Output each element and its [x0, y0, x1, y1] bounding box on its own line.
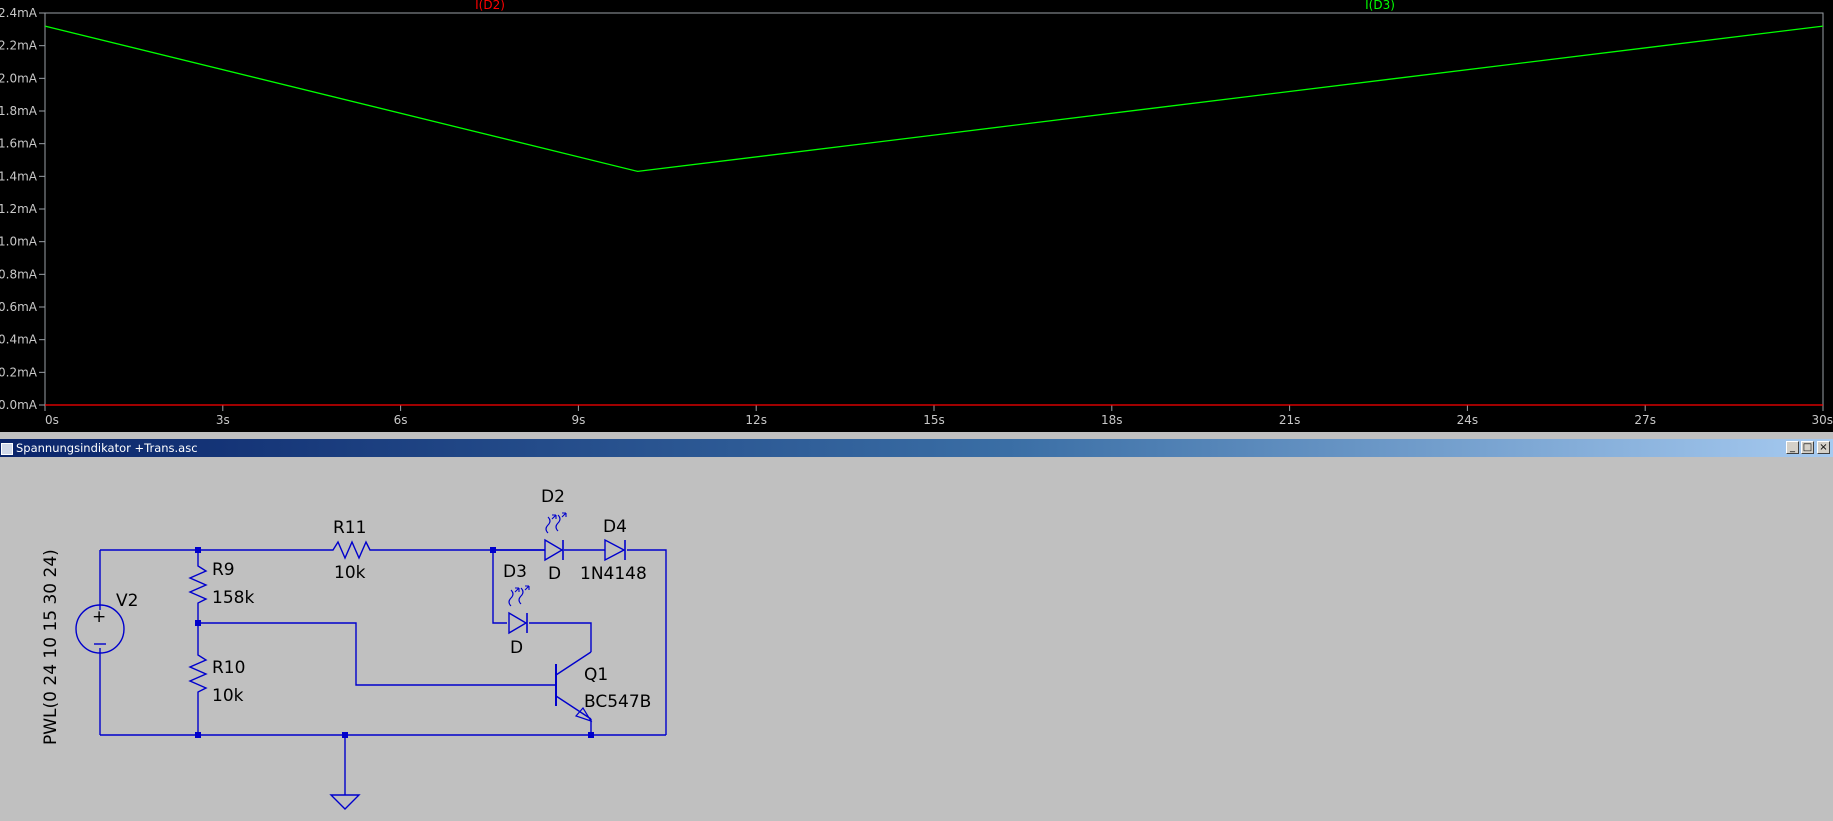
y-tick-label: 1.2mA: [0, 202, 38, 216]
plus-sign: +: [92, 607, 106, 627]
ground-icon[interactable]: [331, 795, 359, 809]
led-d3[interactable]: D3 D: [503, 562, 529, 658]
trace-id3[interactable]: [45, 26, 1823, 171]
diode-symbol[interactable]: [605, 540, 624, 560]
voltage-source-v2[interactable]: + V2 PWL(0 24 10 15 30 24): [41, 549, 138, 745]
y-tick-label: 1.8mA: [0, 104, 38, 118]
plot-axes: 0.0mA 0.2mA 0.4mA 0.6mA 0.8mA 1.0mA 1.2mA 1.4mA…: [0, 6, 1833, 427]
trace-label-id2[interactable]: I(D2): [475, 0, 505, 12]
y-tick-label: 0.4mA: [0, 333, 38, 347]
resistor-r9[interactable]: R9 158k: [190, 560, 254, 608]
schematic-window-titlebar[interactable]: Spannungsindikator +Trans.asc _ □ ×: [0, 439, 1833, 457]
restore-button[interactable]: □: [1801, 441, 1814, 454]
d4-ref-label[interactable]: D4: [603, 517, 627, 537]
y-tick-label: 0.6mA: [0, 300, 38, 314]
r10-ref-label[interactable]: R10: [212, 658, 245, 678]
r10-value-label[interactable]: 10k: [212, 686, 244, 706]
window-system-icon[interactable]: [1, 443, 13, 455]
y-tick-label: 0.0mA: [0, 398, 38, 412]
minimize-button[interactable]: _: [1786, 441, 1799, 454]
y-tick-label: 2.2mA: [0, 39, 38, 53]
schematic-canvas[interactable]: + V2 PWL(0 24 10 15 30 24) R9 158k R10 1…: [0, 457, 1833, 817]
wires[interactable]: [100, 550, 666, 795]
x-tick-label: 30s: [1811, 413, 1833, 427]
r11-value-label[interactable]: 10k: [334, 563, 366, 583]
x-tick-label: 9s: [571, 413, 585, 427]
resistor-symbol[interactable]: [327, 542, 373, 558]
y-tick-label: 0.2mA: [0, 365, 38, 379]
x-tick-label: 15s: [923, 413, 945, 427]
x-tick-label: 3s: [216, 413, 230, 427]
x-tick-label: 21s: [1279, 413, 1301, 427]
r9-value-label[interactable]: 158k: [212, 588, 254, 608]
v2-value-label[interactable]: PWL(0 24 10 15 30 24): [41, 549, 61, 745]
wire[interactable]: [198, 623, 556, 685]
d4-value-label[interactable]: 1N4148: [580, 564, 647, 584]
junction-dots: [195, 547, 594, 738]
x-tick-label: 0s: [45, 413, 59, 427]
y-tick-label: 1.0mA: [0, 235, 38, 249]
y-tick-label: 2.0mA: [0, 71, 38, 85]
light-emission-icon: [546, 513, 566, 533]
q1-ref-label[interactable]: Q1: [584, 665, 608, 685]
y-tick-label: 1.6mA: [0, 137, 38, 151]
junction-dot: [588, 732, 594, 738]
diode-symbol[interactable]: [545, 540, 562, 560]
waveform-plot-pane[interactable]: 0.0mA 0.2mA 0.4mA 0.6mA 0.8mA 1.0mA 1.2mA 1.4mA…: [0, 0, 1833, 432]
trace-labels[interactable]: I(D2) I(D3): [475, 0, 1395, 12]
led-d2[interactable]: D2 D: [541, 487, 566, 584]
r9-ref-label[interactable]: R9: [212, 560, 235, 580]
window-title: Spannungsindikator +Trans.asc: [16, 439, 198, 457]
d3-value-label[interactable]: D: [510, 638, 523, 658]
r11-ref-label[interactable]: R11: [333, 518, 366, 538]
x-tick-label: 24s: [1457, 413, 1479, 427]
x-tick-label: 12s: [745, 413, 767, 427]
junction-dot: [195, 732, 201, 738]
plot-traces[interactable]: [45, 26, 1823, 405]
transistor-q1[interactable]: Q1 BC547B: [556, 648, 651, 722]
junction-dot: [490, 547, 496, 553]
v2-ref-label[interactable]: V2: [116, 591, 138, 611]
resistor-symbol[interactable]: [190, 650, 206, 694]
diode-symbol[interactable]: [509, 613, 526, 633]
resistor-r11[interactable]: R11 10k: [327, 518, 373, 583]
waveform-plot[interactable]: 0.0mA 0.2mA 0.4mA 0.6mA 0.8mA 1.0mA 1.2mA 1.4mA…: [0, 0, 1833, 432]
plot-frame: [45, 13, 1823, 405]
d2-ref-label[interactable]: D2: [541, 487, 565, 507]
close-button[interactable]: ×: [1817, 441, 1830, 454]
x-tick-label: 6s: [394, 413, 408, 427]
d3-ref-label[interactable]: D3: [503, 562, 527, 582]
y-tick-label: 2.4mA: [0, 6, 38, 20]
x-tick-label: 18s: [1101, 413, 1123, 427]
resistor-symbol[interactable]: [190, 562, 206, 605]
junction-dot: [195, 547, 201, 553]
trace-label-id3[interactable]: I(D3): [1365, 0, 1395, 12]
y-tick-label: 0.8mA: [0, 267, 38, 281]
wire[interactable]: [529, 623, 591, 648]
q1-value-label[interactable]: BC547B: [584, 692, 651, 712]
y-tick-label: 1.4mA: [0, 169, 38, 183]
wire[interactable]: [493, 550, 507, 623]
light-emission-icon: [509, 586, 529, 606]
x-tick-label: 27s: [1634, 413, 1656, 427]
schematic-drawing[interactable]: + V2 PWL(0 24 10 15 30 24) R9 158k R10 1…: [0, 457, 1833, 817]
ground-symbol[interactable]: [331, 795, 359, 809]
junction-dot: [342, 732, 348, 738]
d2-value-label[interactable]: D: [548, 564, 561, 584]
junction-dot: [195, 620, 201, 626]
